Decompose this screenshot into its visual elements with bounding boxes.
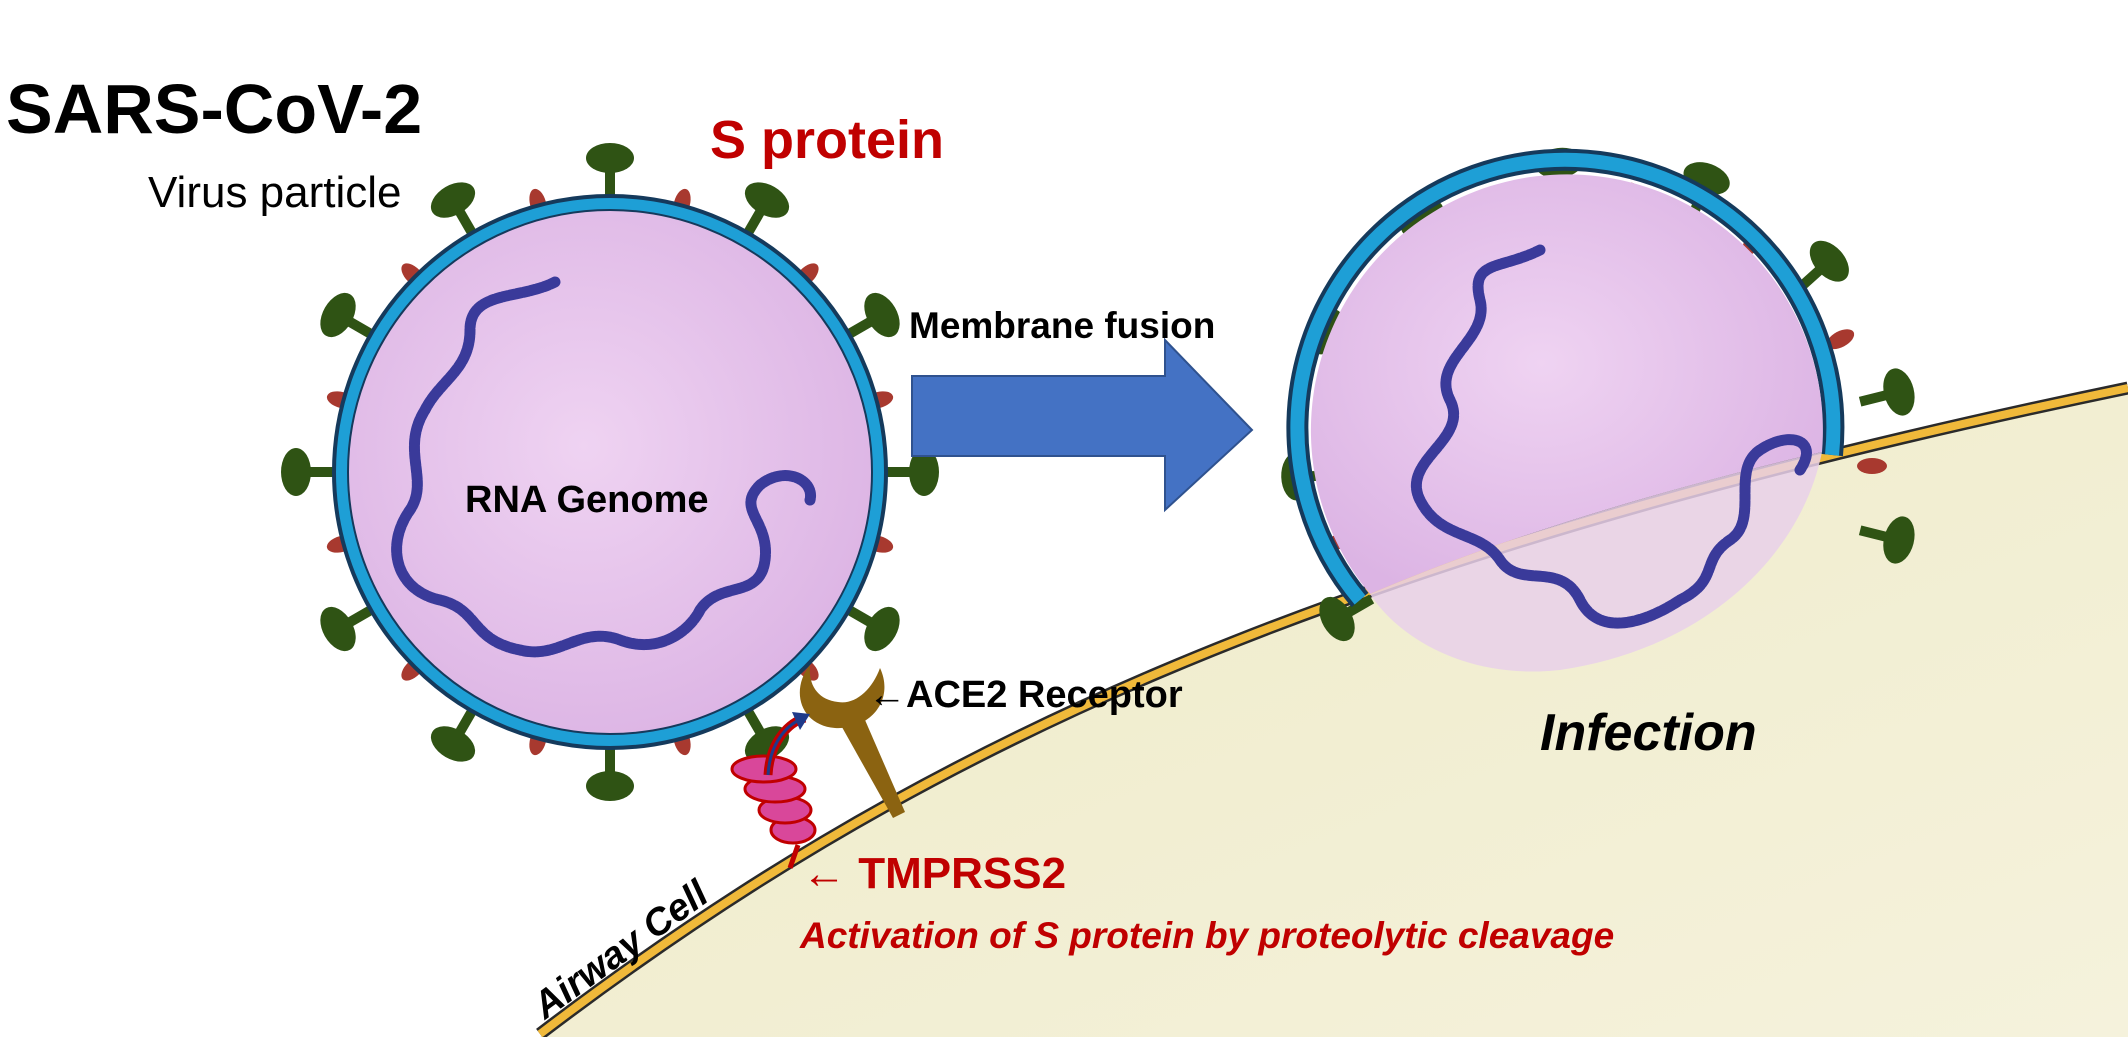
infection-label: Infection [1540, 704, 1757, 762]
spike-protein-left-22 [430, 182, 478, 238]
title: SARS-CoV-2 [6, 70, 422, 148]
spike-protein-right-14 [1858, 368, 1915, 416]
spike-protein-left-18 [281, 448, 336, 496]
spike-protein-left-4 [844, 292, 900, 340]
ace2-receptor-label: ←ACE2 Receptor [868, 674, 1183, 716]
membrane-fusion-label: Membrane fusion [909, 305, 1215, 346]
spike-protein-left-20 [320, 292, 376, 340]
rna-genome-strand-right [1411, 244, 1812, 629]
virus-particle-right [1281, 147, 1915, 672]
s-protein-label: S protein [710, 110, 944, 170]
subtitle: Virus particle [148, 168, 402, 217]
spike-protein-left-16 [320, 604, 376, 652]
virus-fused-interior [1370, 452, 1822, 672]
membrane-protein-right-15 [1857, 458, 1887, 474]
spike-protein-left-8 [844, 604, 900, 652]
activation-label: Activation of S protein by proteolytic c… [799, 915, 1614, 956]
spike-protein-left-12 [586, 746, 634, 801]
virus-particle-left [281, 143, 939, 801]
spike-protein-right-16 [1858, 516, 1915, 564]
virus-interior-left [347, 209, 873, 735]
ace2-receptor [799, 665, 905, 818]
rna-genome-strand-left [391, 276, 816, 658]
virus-interior-right [1310, 174, 1823, 594]
tmprss2-protease [730, 712, 817, 869]
spike-protein-left-14 [430, 706, 478, 762]
spike-protein-left-2 [742, 182, 790, 238]
spike-protein-right-0 [1319, 594, 1375, 642]
tmprss2-label: ← TMPRSS2 [802, 849, 1066, 898]
spike-protein-left-0 [586, 143, 634, 198]
membrane-protein-right-13 [1826, 329, 1855, 350]
rna-genome-label: RNA Genome [465, 479, 709, 521]
membrane-fusion-arrow [911, 337, 1254, 513]
virus-envelope-right-inner [1290, 152, 1841, 605]
spike-protein-left-6 [884, 448, 939, 496]
